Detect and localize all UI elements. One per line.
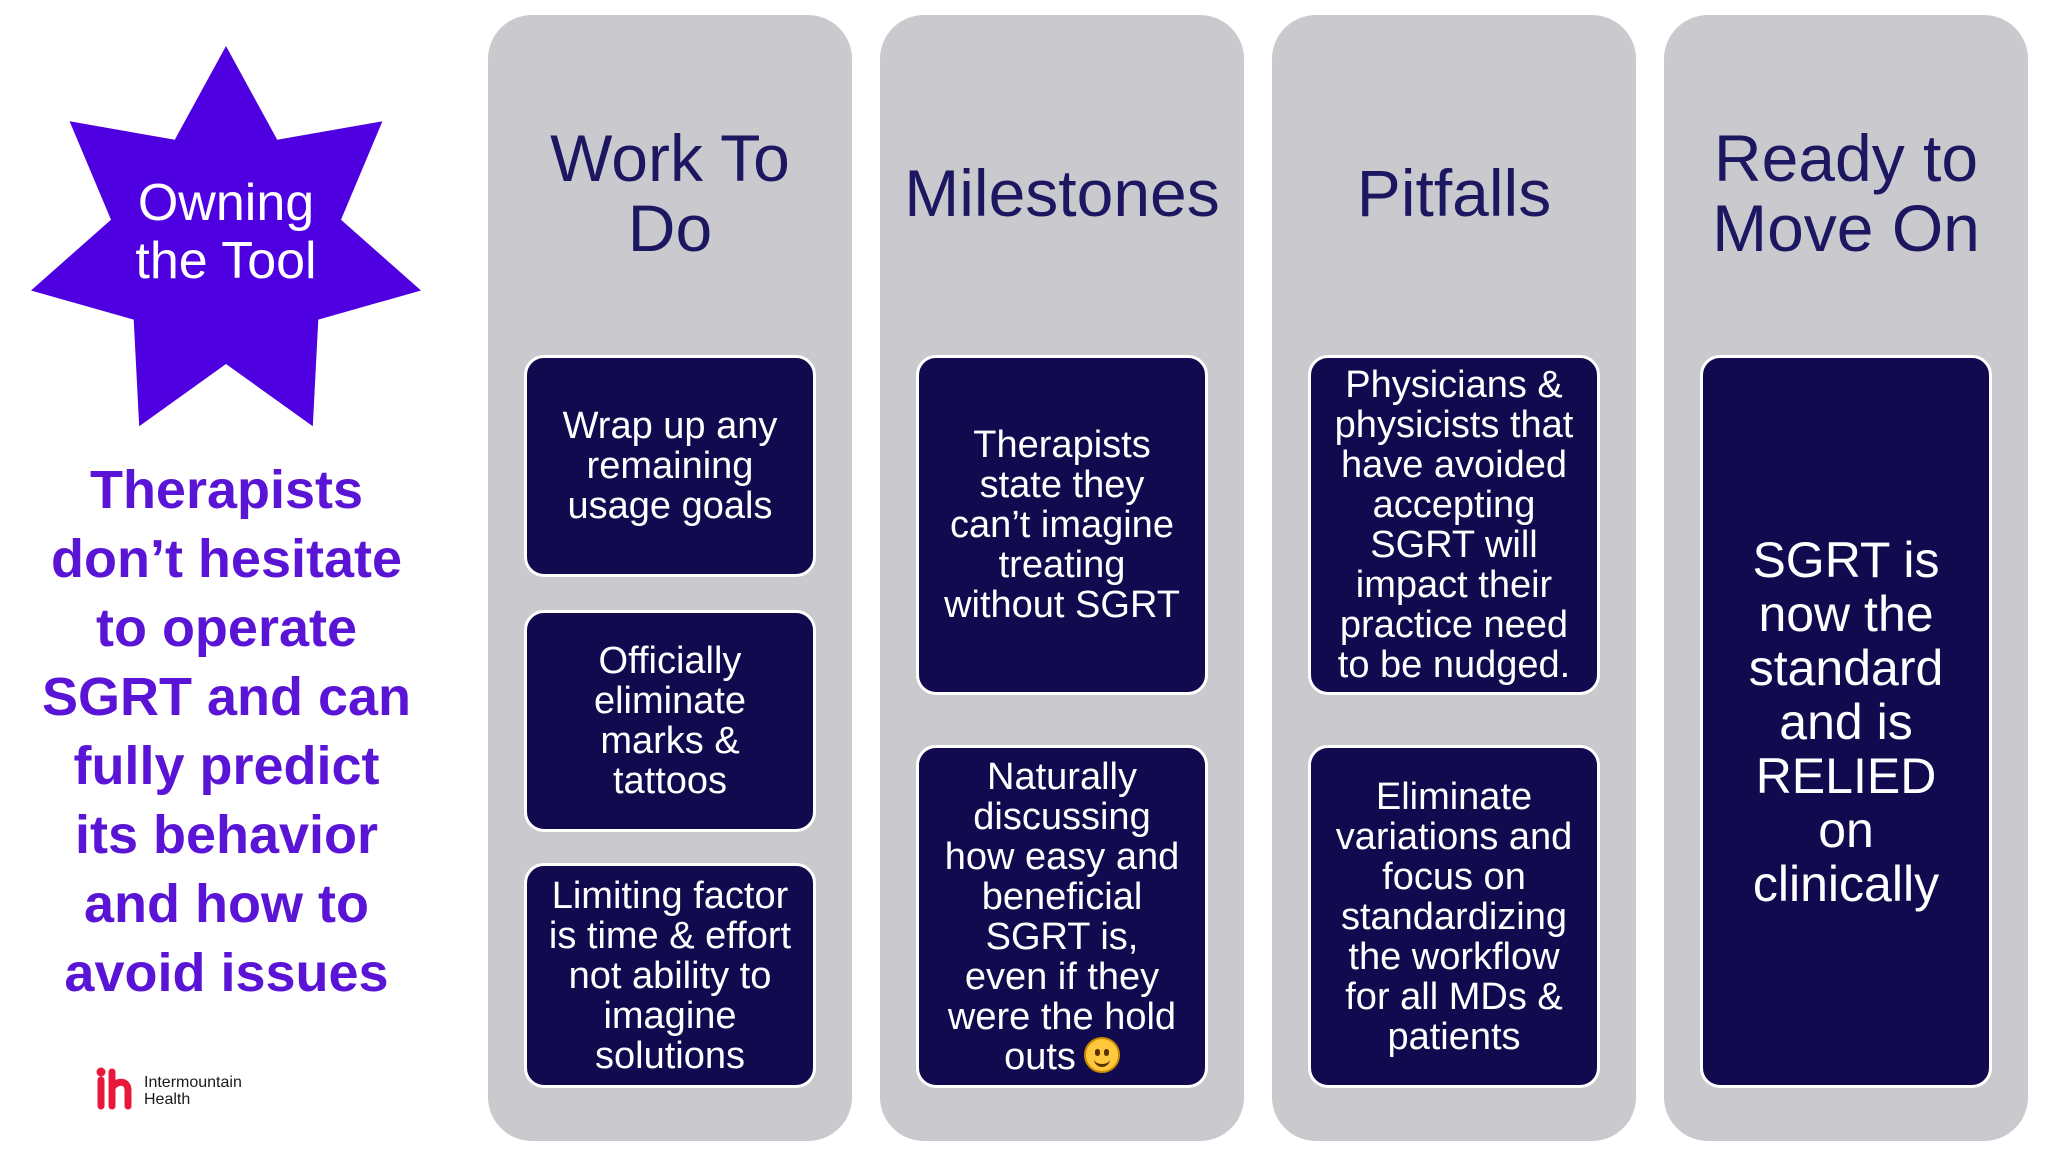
column-pitfalls: Pitfalls Physicians & physicists that ha… [1272, 15, 1636, 1141]
logo-text-line1: Intermountain [144, 1074, 242, 1091]
card-line-last: outs [945, 1035, 1180, 1078]
card-line: state they [979, 464, 1145, 506]
card-line: and is [1779, 693, 1913, 750]
column-title-line: Do [627, 191, 713, 265]
card-line: accepting [1372, 484, 1536, 526]
card-line: standardizing [1340, 895, 1568, 938]
card-naturally-discussing: Naturally discussing how easy and benefi… [916, 745, 1208, 1088]
card-eliminate-marks: Officially eliminate marks & tattoos [524, 610, 816, 832]
smile-emoji-icon [1083, 1036, 1120, 1073]
card-line: remaining [586, 445, 754, 487]
card-physicians-nudged: Physicians & physicists that have avoide… [1308, 355, 1600, 695]
card-line: how easy and [944, 835, 1180, 878]
badge-label-line1: Owning [137, 174, 315, 232]
card-line: outs [1004, 1035, 1076, 1078]
headline-line: fully predict [73, 736, 380, 796]
headline-line: and how to [84, 874, 369, 934]
card-line: clinically [1752, 855, 1940, 912]
card-line: eliminate [593, 680, 747, 722]
card-line: now the [1758, 585, 1934, 642]
column-milestones: Milestones Therapists state they can’t i… [880, 15, 1244, 1141]
card-line: focus on [1382, 855, 1526, 898]
headline: Therapists don’t hesitate to operate SGR… [14, 456, 439, 1008]
star-shape [31, 46, 421, 427]
card-line: even if they [964, 955, 1160, 998]
column-title: Work To Do [488, 113, 852, 273]
headline-line: to operate [95, 598, 358, 658]
card-line: for all MDs & [1345, 975, 1563, 1018]
card-line: patients [1387, 1015, 1521, 1058]
card-line: Officially [598, 640, 742, 682]
column-title: Milestones [880, 113, 1244, 273]
card-line: physicists that [1334, 404, 1574, 446]
column-title-line: Ready to [1713, 121, 1979, 195]
card-line: Limiting factor [551, 874, 789, 917]
card-line: SGRT is [1752, 531, 1940, 588]
card-line: imagine [603, 994, 737, 1037]
card-eliminate-variations: Eliminate variations and focus on standa… [1308, 745, 1600, 1088]
card-wrap-up-goals: Wrap up any remaining usage goals [524, 355, 816, 577]
card-line: treating [998, 544, 1126, 586]
column-title: Ready to Move On [1664, 113, 2028, 273]
card-line: SGRT will [1370, 524, 1538, 566]
intermountain-logo-icon [96, 1067, 132, 1110]
card-line: usage goals [567, 485, 773, 527]
owning-the-tool-badge: Owning the Tool [18, 34, 434, 450]
headline-line: its behavior [74, 805, 379, 865]
card-line: not ability to [568, 954, 772, 997]
column-title-line: Work To [550, 121, 790, 195]
headline-line: avoid issues [64, 943, 389, 1003]
logo-text-line2: Health [144, 1091, 191, 1108]
card-line: Wrap up any [562, 405, 778, 447]
card-line: solutions [595, 1034, 745, 1077]
column-work-to-do: Work To Do Wrap up any remaining usage g… [488, 15, 852, 1141]
card-line: to be nudged. [1337, 644, 1571, 686]
card-limiting-factor: Limiting factor is time & effort not abi… [524, 863, 816, 1088]
column-ready-to-move-on: Ready to Move On SGRT is now the standar… [1664, 15, 2028, 1141]
card-line: tattoos [612, 760, 728, 802]
card-line: marks & [600, 720, 740, 762]
card-line: is time & effort [548, 914, 792, 957]
column-title-line: Milestones [904, 156, 1220, 230]
card-line: impact their [1355, 564, 1553, 606]
card-line: practice need [1339, 604, 1569, 646]
headline-line: Therapists [89, 460, 364, 520]
card-therapists-cant-imagine: Therapists state they can’t imagine trea… [916, 355, 1208, 695]
headline-line: don’t hesitate [50, 529, 403, 589]
column-title: Pitfalls [1272, 113, 1636, 273]
card-line: beneficial [981, 875, 1143, 918]
card-line: Naturally [987, 755, 1137, 798]
badge-label-line2: the Tool [135, 232, 317, 290]
card-line: SGRT is, [985, 915, 1139, 958]
card-line: Therapists [973, 424, 1151, 466]
card-line: variations and [1335, 815, 1573, 858]
card-line: on [1818, 801, 1874, 858]
card-line: standard [1748, 639, 1944, 696]
logo-text: Intermountain Health [144, 1074, 242, 1108]
intermountain-logo: Intermountain Health [94, 1062, 294, 1118]
card-line: the workflow [1348, 935, 1560, 978]
badge-label: Owning the Tool [18, 174, 434, 290]
column-title-line: Pitfalls [1356, 156, 1552, 230]
column-title-line: Move On [1712, 191, 1980, 265]
card-line: RELIED [1755, 747, 1937, 804]
card-line: have avoided [1340, 444, 1568, 486]
card-sgrt-standard: SGRT is now the standard and is RELIED o… [1700, 355, 1992, 1088]
card-line: were the hold [947, 995, 1177, 1038]
card-line: Physicians & [1345, 364, 1563, 406]
card-line: can’t imagine [950, 504, 1174, 546]
headline-line: SGRT and can [41, 667, 412, 727]
card-line: without SGRT [944, 584, 1180, 626]
card-line: discussing [973, 795, 1151, 838]
card-line: Eliminate [1375, 775, 1533, 818]
